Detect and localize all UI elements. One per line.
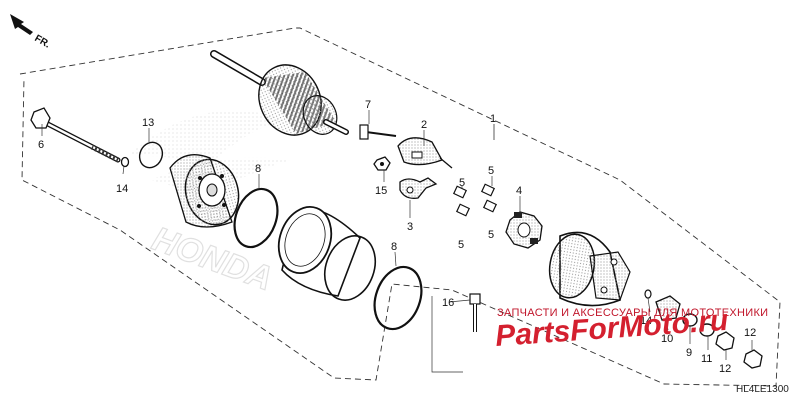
watermark-tagline: ЗАПЧАСТИ И АКСЕССУАРЫ ДЛЯ МОТОТЕХНИКИ xyxy=(497,307,768,319)
part-16-bolt xyxy=(469,293,481,332)
callout-1: 1 xyxy=(490,113,496,125)
callout-6: 6 xyxy=(38,139,44,151)
part-14-washer-right xyxy=(644,289,652,299)
callout-8b: 8 xyxy=(391,241,397,253)
assembly-boundary xyxy=(19,27,781,387)
callout-8a: 8 xyxy=(255,163,261,175)
part-12-nut-upper xyxy=(715,331,735,351)
callout-7: 7 xyxy=(365,99,371,111)
part-3-terminal xyxy=(399,177,438,199)
callout-14b: 14 xyxy=(640,315,652,327)
callout-13: 13 xyxy=(142,117,154,129)
callout-15: 15 xyxy=(375,185,387,197)
front-cover xyxy=(169,154,240,228)
part-12-nut-lower xyxy=(743,349,763,369)
part-13-o-ring xyxy=(138,141,164,169)
callout-3: 3 xyxy=(407,221,413,233)
part-8-o-ring-rear xyxy=(373,265,423,331)
part-7-screw xyxy=(359,124,397,140)
part-10-insulator xyxy=(655,295,681,321)
part-4-brush-plate xyxy=(505,211,543,249)
callout-4: 4 xyxy=(516,185,522,197)
callout-11: 11 xyxy=(701,353,712,365)
callout-5a: 5 xyxy=(459,177,465,189)
rear-cover xyxy=(548,231,631,307)
honda-watermark-text: HONDA xyxy=(147,220,277,298)
direction-label: FR. xyxy=(33,33,53,51)
callout-5c: 5 xyxy=(458,239,464,251)
part-5-springs xyxy=(452,183,498,217)
callout-10: 10 xyxy=(661,333,673,345)
part-15-nut xyxy=(373,156,391,171)
yoke-housing xyxy=(277,206,377,301)
callout-16: 16 xyxy=(442,297,454,309)
callout-5d: 5 xyxy=(488,229,494,241)
armature xyxy=(210,50,349,136)
callout-9: 9 xyxy=(686,347,692,359)
callout-2: 2 xyxy=(421,119,427,131)
callout-14a: 14 xyxy=(116,183,128,195)
part-2-brush-holder xyxy=(397,137,453,169)
callout-12a: 12 xyxy=(744,327,756,339)
part-11-washer xyxy=(699,323,715,337)
diagram-code: HL4LE1300 xyxy=(736,384,789,395)
callout-12b: 12 xyxy=(719,363,731,375)
part-8-o-ring-front xyxy=(233,187,279,249)
part-6-through-bolt xyxy=(30,107,121,163)
callout-5b: 5 xyxy=(488,165,494,177)
part-14-washer-left xyxy=(120,156,130,168)
leader-lines xyxy=(41,110,753,373)
front-arrow-icon xyxy=(10,14,33,35)
